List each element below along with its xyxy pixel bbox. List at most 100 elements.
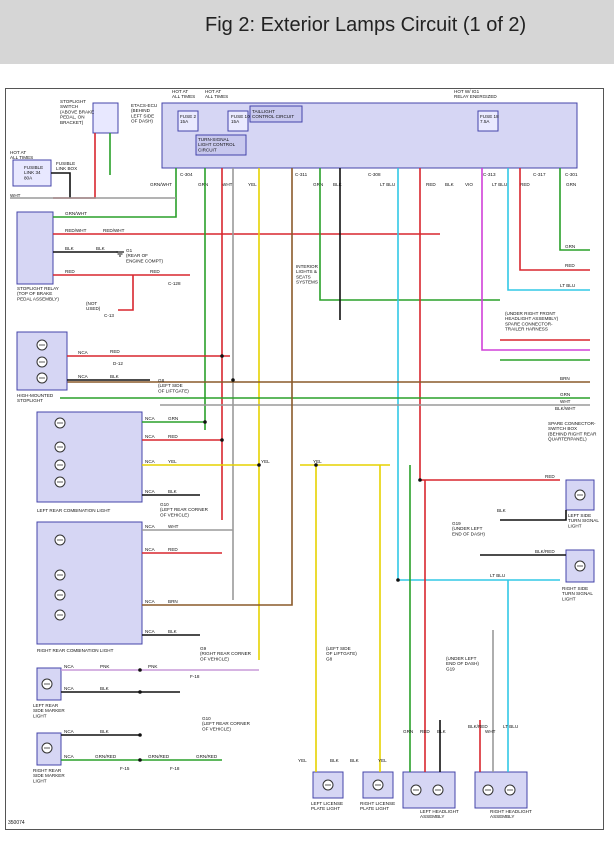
fusible-link-34-label: 80A bbox=[24, 175, 33, 180]
ground-g1-label: G1 bbox=[126, 248, 133, 253]
wire-color-label: YEL bbox=[261, 459, 270, 464]
wire-color-label: WHT bbox=[560, 399, 571, 404]
ground-g10b-label: G10 bbox=[202, 716, 211, 721]
high-mounted-stoplight-label: STOPLIGHT bbox=[17, 398, 43, 403]
fusible-link-box-label: FUSIBLE bbox=[56, 161, 75, 166]
wire-color-label: GRN bbox=[565, 244, 575, 249]
ground-g8b-label: G8 bbox=[326, 656, 333, 661]
left-license-plate-label: PLATE LIGHT bbox=[311, 806, 340, 811]
splice-dot bbox=[220, 354, 224, 358]
hot-at-all-times-label: HOT AT bbox=[172, 89, 188, 94]
nca-label: NCA bbox=[64, 729, 75, 734]
right-side-marker-label: SIDE MARKER bbox=[33, 773, 65, 778]
wire-color-label: RED bbox=[565, 263, 575, 268]
wire-color-label: BLK bbox=[497, 508, 507, 513]
splice-dot bbox=[418, 478, 422, 482]
splice-dot bbox=[314, 463, 318, 467]
spare-switch-label: SPARE CONNECTOR- bbox=[548, 421, 596, 426]
connector-c317: C-317 bbox=[533, 172, 546, 177]
wire-color-label: YEL bbox=[298, 758, 307, 763]
wire-color-label: RED bbox=[168, 547, 178, 552]
right-license-plate-label: PLATE LIGHT bbox=[360, 806, 389, 811]
wire-color-label: GRN bbox=[168, 416, 178, 421]
left-side-marker-label: LIGHT bbox=[33, 713, 47, 718]
right-turn-signal-label: LIGHT bbox=[562, 596, 576, 601]
wire-red bbox=[519, 168, 590, 271]
wire-color-label: BLK/RED bbox=[468, 724, 488, 729]
wire-color-label: WHT bbox=[10, 193, 21, 198]
wire-blk bbox=[500, 510, 567, 521]
wire-color-label: GRN/WHT bbox=[65, 211, 87, 216]
nca-label: NCA bbox=[145, 489, 156, 494]
ground-g8b-label: (LEFT SIDE bbox=[326, 646, 351, 651]
fusible-link-box-label: LINK BOX bbox=[56, 166, 77, 171]
splice-dot bbox=[203, 420, 207, 424]
hot-ig1-label: HOT W/ IG1 bbox=[454, 89, 480, 94]
connector-c301: C-301 bbox=[565, 172, 578, 177]
ground-g1-label: ENGINE COMPT) bbox=[126, 258, 163, 263]
connector-f18: F-18 bbox=[170, 766, 180, 771]
ground-g19a-label: END OF DASH) bbox=[452, 531, 485, 536]
nca-label: NCA bbox=[145, 629, 156, 634]
header-bar: Fig 2: Exterior Lamps Circuit (1 of 2) bbox=[0, 0, 614, 64]
ground-g10-label: (LEFT REAR CORNER bbox=[160, 507, 209, 512]
ground-g8-label: G8 bbox=[158, 378, 165, 383]
right-license-plate-label: RIGHT LICENSE bbox=[360, 801, 395, 806]
wire-lt-blu bbox=[397, 168, 560, 581]
wire-color-label: RED/WHT bbox=[65, 228, 87, 233]
wire-color-label: GRN bbox=[198, 182, 208, 187]
stoplight-switch-label: STOPLIGHT bbox=[60, 99, 86, 104]
high-mounted-stoplight-label: HIGH-MOUNTED bbox=[17, 393, 54, 398]
left-turn-signal-label: LIGHT bbox=[568, 523, 582, 528]
splice-dot bbox=[257, 463, 261, 467]
wire-color-label: LT BLU bbox=[560, 283, 575, 288]
wire-color-label: YEL bbox=[378, 758, 387, 763]
wire-color-label: BLK bbox=[330, 758, 340, 763]
wire-color-label: LT BLU bbox=[380, 182, 395, 187]
wire-color-label: WHT bbox=[168, 524, 179, 529]
etacs-ecu-label: ETACS-ECU bbox=[131, 103, 157, 108]
wire-grn bbox=[559, 168, 590, 251]
stoplight-relay-label: (TOP OF BRAKE bbox=[17, 291, 52, 296]
nca-label: NCA bbox=[145, 547, 156, 552]
left-headlight-label: LEFT HEADLIGHT bbox=[420, 809, 459, 814]
wire-color-label: LT BLU bbox=[503, 724, 518, 729]
fusible-link-34-label: LINK 34 bbox=[24, 170, 41, 175]
right-side-marker-label: RIGHT REAR bbox=[33, 768, 62, 773]
taillight-control-box bbox=[249, 105, 303, 123]
nca-label: NCA bbox=[145, 434, 156, 439]
fuse-2-label: 15A bbox=[180, 119, 189, 124]
taillight-control-label: CONTROL CIRCUIT bbox=[252, 114, 294, 119]
wire-vio bbox=[481, 168, 590, 351]
wire-color-label: BLK/RED bbox=[535, 549, 555, 554]
turn-signal-control-label: TURN-SIGNAL bbox=[198, 137, 230, 142]
wire-color-label: RED bbox=[110, 349, 120, 354]
wire-color-label: GRN/RED bbox=[196, 754, 218, 759]
wire-color-label: RED bbox=[426, 182, 436, 187]
wire-color-label: LT BLU bbox=[490, 573, 505, 578]
fuse-18-label: FUSE 18 bbox=[480, 114, 499, 119]
wire-grn-wht bbox=[53, 168, 177, 218]
left-side-marker-label: SIDE MARKER bbox=[33, 708, 65, 713]
wire-color-label: GRN bbox=[566, 182, 576, 187]
wire-color-label: BLK bbox=[445, 182, 455, 187]
wire-color-label: BLK bbox=[168, 489, 178, 494]
fusible-link-box bbox=[12, 159, 52, 187]
fuse-18-label: 7.5A bbox=[480, 119, 490, 124]
splice-dot bbox=[220, 438, 224, 442]
connector-c128: C-128 bbox=[168, 281, 181, 286]
wire-color-label: RED bbox=[520, 182, 530, 187]
taillight-control-label: TAILLIGHT bbox=[252, 109, 275, 114]
page-title: Fig 2: Exterior Lamps Circuit (1 of 2) bbox=[205, 14, 527, 36]
spare-trailer-label: HEADLIGHT ASSEMBLY) bbox=[505, 316, 559, 321]
wire-color-label: GRN bbox=[560, 392, 570, 397]
wire-color-label: VIO bbox=[465, 182, 473, 187]
nca-label: NCA bbox=[145, 524, 156, 529]
wire-wht bbox=[51, 172, 71, 198]
fuse-2-label: FUSE 2 bbox=[180, 114, 197, 119]
spare-trailer-label: (UNDER RIGHT FRONT bbox=[505, 311, 556, 316]
hot-at-all-times-label: ALL TIMES bbox=[172, 94, 195, 99]
nca-label: NCA bbox=[145, 459, 156, 464]
etacs-ecu-label: LEFT SIDE bbox=[131, 113, 154, 118]
wire-red bbox=[118, 275, 134, 311]
